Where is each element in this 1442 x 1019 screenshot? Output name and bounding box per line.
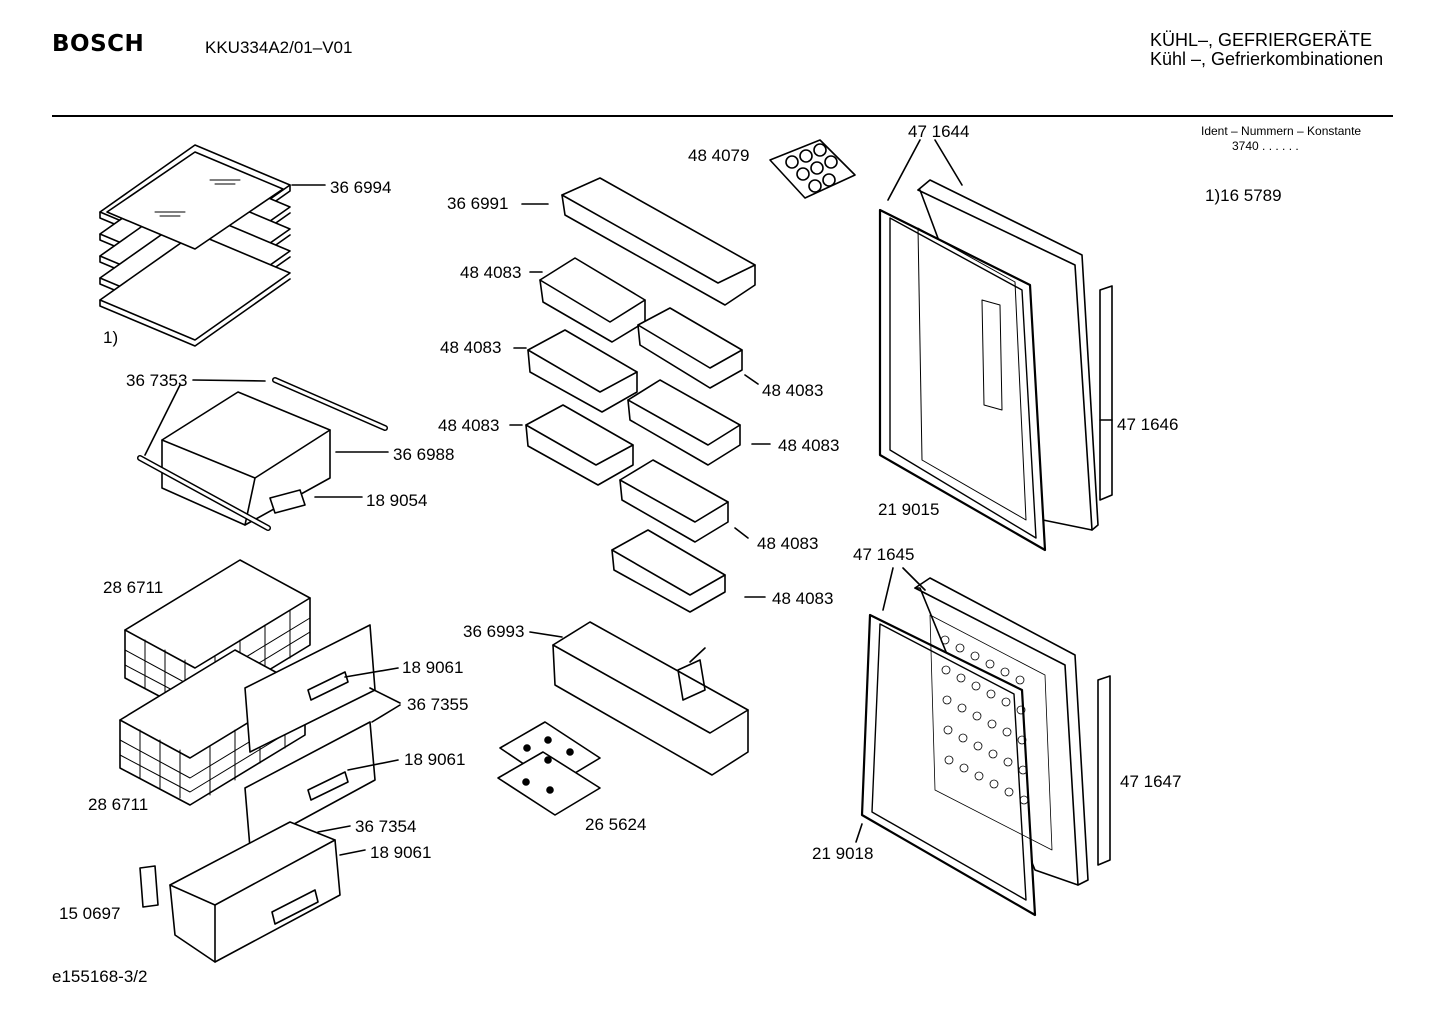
leader-219018 <box>856 824 862 842</box>
label-189054: 18 9054 <box>366 491 428 510</box>
label-286711-top: 28 6711 <box>103 578 164 597</box>
glass-shelves <box>100 145 290 346</box>
label-471644: 47 1644 <box>908 122 970 141</box>
model-number: KKU334A2/01–V01 <box>205 38 353 57</box>
crisper-drawer <box>140 380 385 528</box>
egg-tray <box>770 140 855 198</box>
wire-baskets <box>120 560 310 805</box>
leader-367353 <box>145 380 265 455</box>
category-subtitle: Kühl –, Gefrierkombinationen <box>1150 49 1384 69</box>
header-divider <box>52 115 1393 117</box>
label-150697: 15 0697 <box>59 904 121 923</box>
label-366994: 36 6994 <box>330 178 392 197</box>
drawing-id: e155168-3/2 <box>52 967 148 986</box>
label-219015: 21 9015 <box>878 500 940 519</box>
label-471645: 47 1645 <box>853 545 915 564</box>
label-366993: 36 6993 <box>463 622 525 641</box>
ident-value: 3740 . . . . . . <box>1232 139 1299 153</box>
label-484079: 48 4079 <box>688 146 750 165</box>
brand-logo: BOSCH <box>52 31 145 57</box>
label-366991: 36 6991 <box>447 194 509 213</box>
ident-note: 1)16 5789 <box>1205 186 1282 205</box>
label-484083-a: 48 4083 <box>460 263 522 282</box>
ice-packs <box>498 722 600 815</box>
bottom-drawer <box>140 822 340 962</box>
label-286711-bottom: 28 6711 <box>88 795 149 814</box>
category-title: KÜHL–, GEFRIERGERÄTE <box>1150 30 1373 50</box>
upper-door <box>880 180 1112 550</box>
leader-189061a <box>345 668 398 677</box>
leader-471644 <box>888 140 962 200</box>
label-189061-b: 18 9061 <box>404 750 466 769</box>
label-484083-c: 48 4083 <box>762 381 824 400</box>
ident-title: Ident – Nummern – Konstante <box>1201 124 1362 138</box>
door-bins-small <box>526 258 742 612</box>
label-484083-d: 48 4083 <box>438 416 500 435</box>
door-bin-long <box>562 178 755 305</box>
label-471647: 47 1647 <box>1120 772 1182 791</box>
label-367355: 36 7355 <box>407 695 469 714</box>
leader-367354 <box>318 826 365 855</box>
leader-366993 <box>530 632 562 637</box>
door-bin-bottom <box>553 622 748 775</box>
label-189061-c: 18 9061 <box>370 843 432 862</box>
label-484083-g: 48 4083 <box>772 589 834 608</box>
label-471646: 47 1646 <box>1117 415 1179 434</box>
leader-367355 <box>370 688 400 722</box>
label-265624: 26 5624 <box>585 815 647 834</box>
leader-484083c <box>745 375 758 384</box>
label-367353: 36 7353 <box>126 371 188 390</box>
leader-484083f <box>735 528 748 538</box>
label-367354: 36 7354 <box>355 817 417 836</box>
label-366988: 36 6988 <box>393 445 455 464</box>
label-189061-a: 18 9061 <box>402 658 464 677</box>
label-484083-f: 48 4083 <box>757 534 819 553</box>
label-note-1: 1) <box>103 328 119 347</box>
leader-189061b <box>348 760 398 770</box>
label-484083-e: 48 4083 <box>778 436 840 455</box>
label-219018: 21 9018 <box>812 844 874 863</box>
leader-471645 <box>883 568 925 610</box>
label-484083-b: 48 4083 <box>440 338 502 357</box>
lower-door <box>862 578 1110 915</box>
